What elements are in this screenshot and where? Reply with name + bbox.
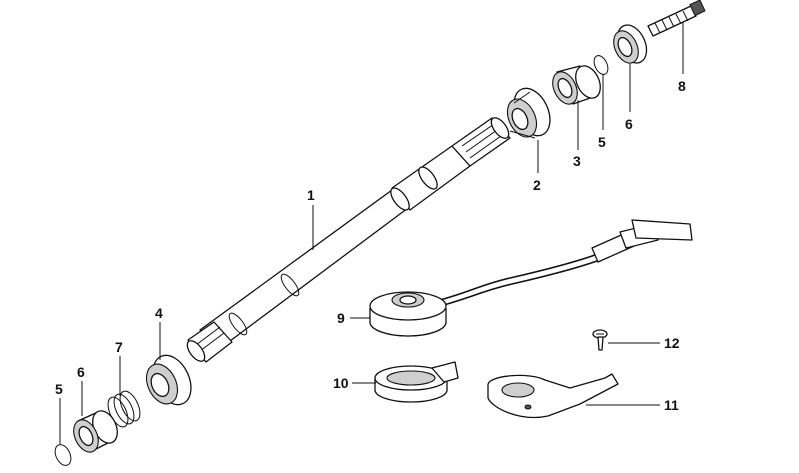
lower-bearing <box>73 410 118 453</box>
callout-upper-circlip: 5 <box>598 134 606 150</box>
callout-sensor: 9 <box>337 310 345 326</box>
upper-bearing <box>613 24 648 64</box>
mounting-bracket <box>487 373 619 418</box>
callout-lower-bearing-housing: 4 <box>155 305 163 321</box>
sleeve <box>552 65 601 105</box>
callout-upper-sleeve: 3 <box>573 153 581 169</box>
callout-lower-circlip: 5 <box>55 381 63 397</box>
callout-retainer-ring: 10 <box>333 375 349 391</box>
callout-screw: 12 <box>664 335 680 351</box>
callout-lower-spring: 7 <box>115 339 123 355</box>
small-screw <box>592 329 608 351</box>
steering-shaft <box>186 117 511 363</box>
gear-bushing <box>506 87 551 139</box>
callout-shaft: 1 <box>307 187 315 203</box>
lower-circlip <box>54 444 72 466</box>
upper-circlip <box>593 55 609 75</box>
callout-numbers: 1 2 3 5 6 8 4 7 6 5 9 10 11 12 <box>55 78 686 413</box>
callout-bolt: 8 <box>678 78 686 94</box>
sensor-with-cable <box>369 219 693 337</box>
retainer-ring <box>374 361 459 403</box>
callout-lower-bearing: 6 <box>77 364 85 380</box>
callout-upper-bearing: 6 <box>625 116 633 132</box>
lower-bearing-housing <box>145 354 192 406</box>
leader-lines <box>59 22 684 444</box>
callout-gear: 2 <box>533 177 541 193</box>
callout-bracket: 11 <box>664 397 679 413</box>
threaded-bolt <box>647 0 706 37</box>
